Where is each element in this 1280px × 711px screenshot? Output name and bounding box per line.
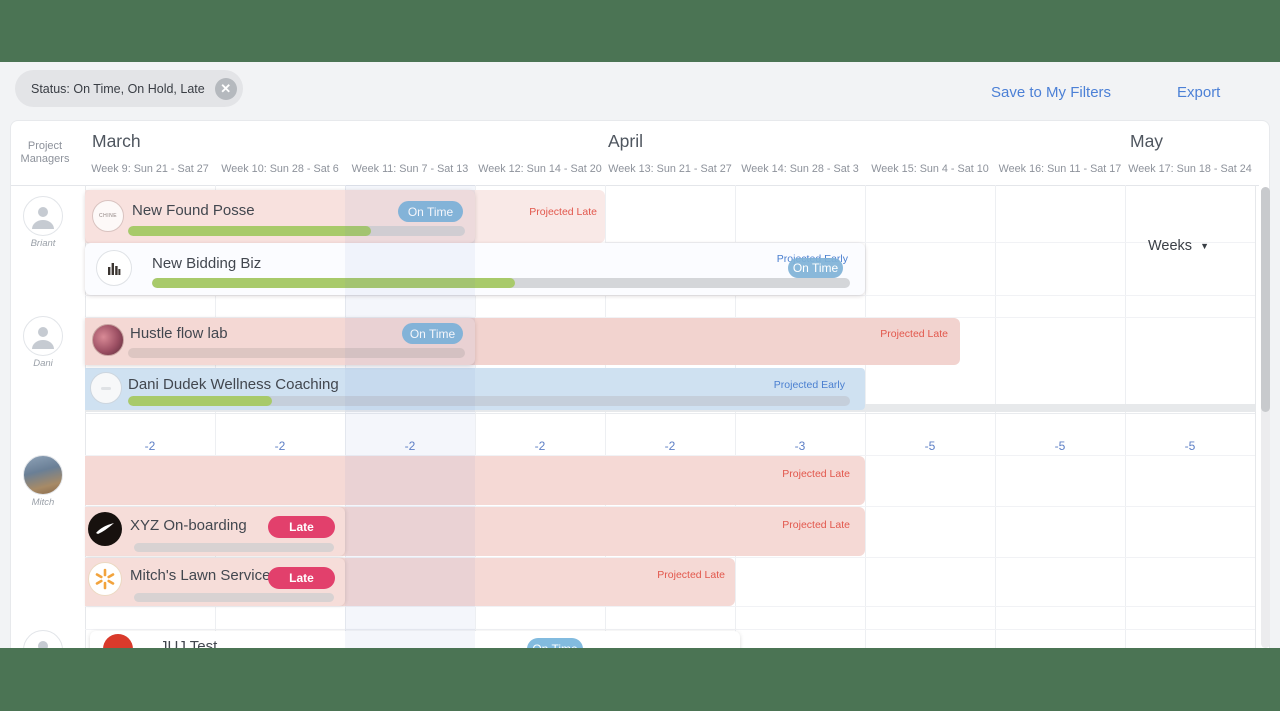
row-divider (85, 557, 1255, 558)
project-logo-hustle-flow-lab (92, 324, 124, 356)
row-divider (85, 413, 1255, 414)
weeks-dropdown-label: Weeks (1148, 238, 1193, 254)
gridline (735, 185, 736, 648)
status-badge-late: Late (268, 516, 335, 538)
pm-avatar-mitch (23, 455, 63, 495)
row-divider (85, 606, 1255, 607)
gridline (1125, 185, 1126, 648)
weeks-zoom-dropdown[interactable]: Weeks ▼ (1148, 238, 1209, 254)
projected-late-label: Projected Late (782, 468, 850, 480)
projected-late-label: Projected Late (782, 519, 850, 531)
person-icon (32, 207, 54, 229)
week-delta: -5 (1054, 439, 1066, 453)
week-delta: -2 (274, 439, 286, 453)
week-header: Week 11: Sun 7 - Sat 13 (351, 163, 469, 175)
month-label-april: April (608, 131, 644, 151)
week-delta: -5 (924, 439, 936, 453)
gridline (865, 185, 866, 648)
project-logo-new-bidding-biz (96, 250, 132, 286)
chevron-down-icon: ▼ (1200, 241, 1209, 251)
progress-bar (134, 543, 334, 552)
project-name: XYZ On-boarding (130, 517, 247, 534)
status-badge-on-time: On Time (402, 323, 463, 344)
row-divider (605, 242, 1255, 243)
pm-name: Dani (33, 358, 53, 369)
status-badge-on-time: On Time (398, 201, 463, 222)
pm-name: Mitch (31, 497, 55, 508)
pm-avatar-dani (23, 316, 63, 356)
pm-name: Briant (30, 238, 56, 249)
week-delta: -2 (144, 439, 156, 453)
week-header: Week 10: Sun 28 - Sat 6 (221, 163, 339, 175)
status-badge-on-time: On Time (788, 258, 843, 278)
close-icon[interactable]: ✕ (214, 77, 237, 100)
week-delta: -2 (664, 439, 676, 453)
row-divider (85, 295, 1255, 296)
week-header: Week 12: Sun 14 - Sat 20 (478, 163, 602, 175)
gridline (605, 185, 606, 648)
project-name: New Bidding Biz (152, 255, 262, 272)
week-delta: -3 (794, 439, 806, 453)
project-bar-unlabeled[interactable] (85, 456, 865, 505)
status-filter-label: Status: On Time, On Hold, Late (31, 81, 205, 96)
week-delta: -2 (404, 439, 416, 453)
city-logo-icon (108, 262, 121, 275)
gridline (1255, 185, 1256, 648)
project-name: Hustle flow lab (130, 325, 228, 342)
vertical-scrollbar-thumb[interactable] (1261, 187, 1270, 412)
week-header: Week 17: Sun 18 - Sat 24 (1128, 163, 1252, 175)
row-divider (85, 629, 1255, 630)
progress-fill (152, 278, 515, 288)
status-filter-chip[interactable]: Status: On Time, On Hold, Late ✕ (15, 70, 243, 107)
row-divider (85, 455, 1255, 456)
projected-late-label: Projected Late (529, 206, 597, 218)
project-name: Dani Dudek Wellness Coaching (128, 376, 339, 393)
project-logo-dani-dudek (90, 372, 122, 404)
progress-bar (128, 226, 465, 236)
progress-bar (128, 348, 465, 358)
week-header: Week 13: Sun 21 - Sat 27 (608, 163, 732, 175)
week-header: Week 14: Sun 28 - Sat 3 (741, 163, 859, 175)
progress-fill (128, 396, 273, 406)
gridline (345, 185, 346, 648)
gridline (995, 185, 996, 648)
export-link[interactable]: Export (1177, 84, 1221, 101)
project-logo-xyz-swoosh (88, 512, 122, 546)
window-frame-top (0, 0, 1280, 62)
pm-avatar-briant (23, 196, 63, 236)
status-badge-late: Late (268, 567, 335, 589)
week-delta: -2 (534, 439, 546, 453)
month-label-march: March (92, 131, 141, 151)
project-logo-spark (88, 562, 122, 596)
week-header: Week 15: Sun 4 - Sat 10 (871, 163, 989, 175)
vertical-scrollbar-track[interactable] (1261, 187, 1270, 648)
projected-late-label: Projected Late (880, 328, 948, 340)
progress-bar (134, 593, 334, 602)
person-icon (32, 327, 54, 349)
swoosh-icon (96, 523, 114, 534)
project-name: New Found Posse (132, 202, 255, 219)
project-logo-new-found-posse: CHINE (92, 200, 124, 232)
week-header: Week 9: Sun 21 - Sat 27 (91, 163, 209, 175)
progress-fill (128, 226, 371, 236)
gridline (475, 185, 476, 648)
window-frame-bottom (0, 648, 1280, 711)
pm-column-divider (85, 185, 86, 648)
save-to-my-filters-link[interactable]: Save to My Filters (991, 84, 1112, 101)
projected-early-label: Projected Early (773, 379, 845, 391)
row-divider (85, 317, 1255, 318)
week-delta: -5 (1184, 439, 1196, 453)
progress-bar (152, 278, 850, 288)
project-name: Mitch's Lawn Service (130, 567, 271, 584)
gridline (215, 185, 216, 648)
spark-icon (95, 568, 115, 590)
progress-bar (128, 396, 850, 406)
header-divider (11, 185, 1259, 186)
projected-late-label: Projected Late (657, 569, 725, 581)
month-label-may: May (1130, 131, 1164, 151)
week-header: Week 16: Sun 11 - Sat 17 (998, 163, 1122, 175)
row-divider (85, 506, 1255, 507)
